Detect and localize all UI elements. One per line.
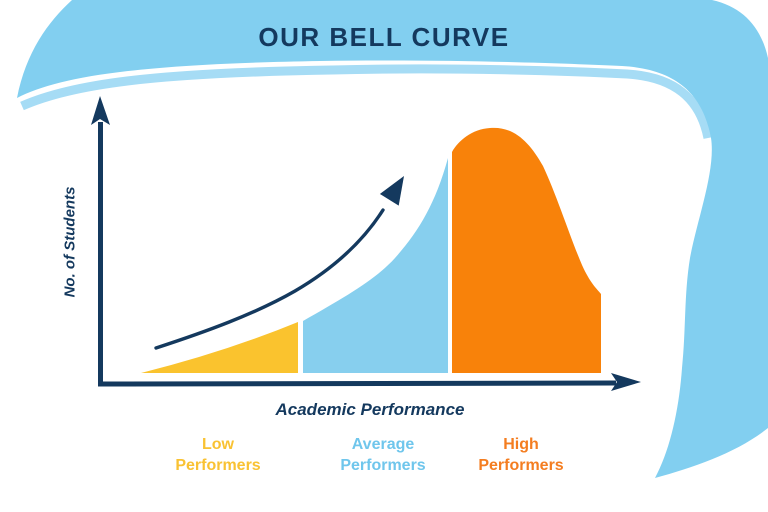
trend-arrow-curve	[154, 208, 385, 350]
page-title: OUR BELL CURVE	[258, 22, 510, 52]
legend-avg-line2: Performers	[340, 457, 426, 474]
y-axis-arrowhead-icon	[91, 96, 110, 125]
legend-low-line1: Low	[202, 436, 234, 453]
high-performers-area	[452, 127, 601, 373]
x-axis	[97, 380, 617, 387]
banner-light-edge	[20, 64, 713, 139]
average-performers-area	[303, 158, 448, 373]
legend-high-line2: Performers	[478, 457, 564, 474]
x-axis-label: Academic Performance	[275, 400, 465, 419]
x-axis-arrowhead-icon	[611, 373, 641, 391]
y-axis-label: No. of Students	[61, 186, 79, 298]
banner-swoosh-shape	[17, 0, 768, 478]
legend-avg-line1: Average	[351, 436, 415, 453]
legend-low-performers: Low Performers	[175, 434, 260, 476]
legend-average-performers: Average Performers	[340, 434, 425, 476]
legend-high-line1: High	[503, 436, 539, 453]
trend-arrowhead-icon	[379, 176, 404, 206]
legend-low-line2: Performers	[175, 457, 261, 474]
legend-high-performers: High Performers	[478, 434, 563, 476]
low-performers-area	[141, 322, 298, 373]
